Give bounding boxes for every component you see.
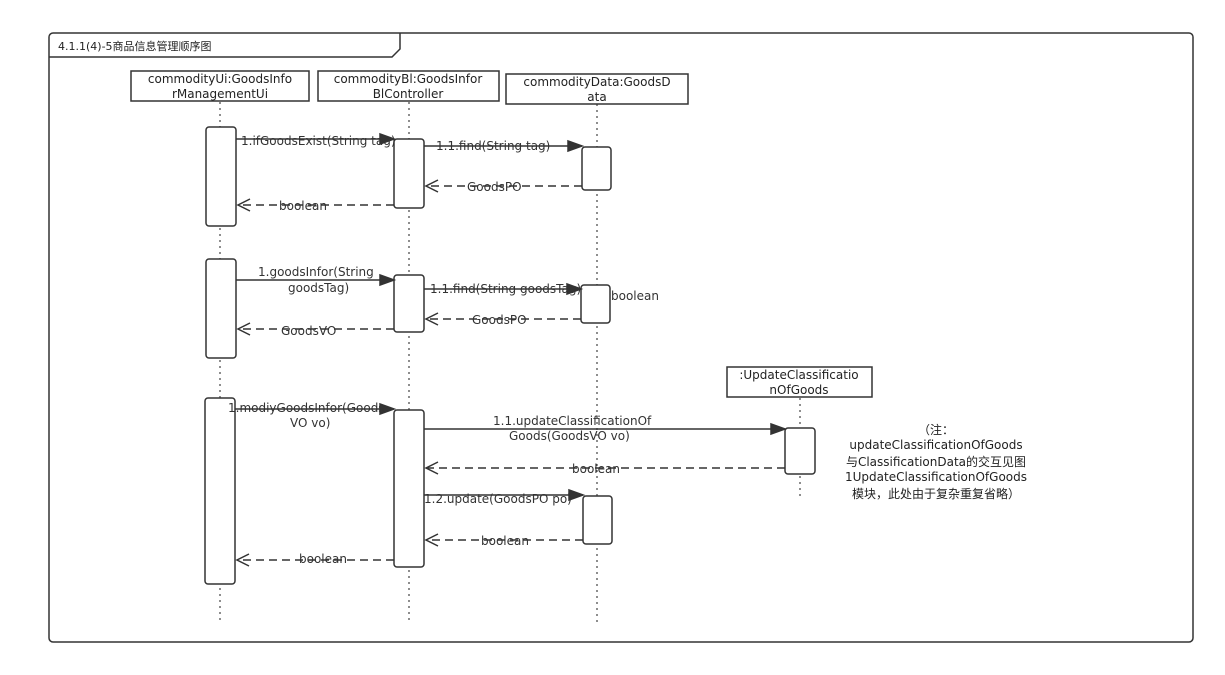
call-arrows bbox=[235, 132, 788, 502]
label-m2-b: goodsTag) bbox=[288, 281, 349, 295]
note-line-1: （注： bbox=[918, 422, 954, 437]
activation-data-2 bbox=[580, 284, 611, 324]
label-r3-1: boolean bbox=[572, 462, 620, 476]
return-arrows bbox=[235, 179, 785, 567]
object-classification-line1: :UpdateClassificatio bbox=[739, 368, 858, 382]
return-arrowhead-3 bbox=[235, 553, 250, 567]
diagram-frame bbox=[48, 32, 1194, 643]
label-m1-1: 1.1.find(String tag) bbox=[436, 139, 550, 153]
label-m3-1-b: Goods(GoodsVO vo) bbox=[509, 429, 630, 443]
return-arrowhead-2 bbox=[236, 322, 251, 336]
return-arrowhead-3-2 bbox=[424, 533, 439, 547]
label-m1: 1.ifGoodsExist(String tag) bbox=[241, 134, 396, 148]
label-r1: boolean bbox=[279, 199, 327, 213]
activation-classification-3 bbox=[784, 427, 816, 475]
label-r2-side: boolean bbox=[611, 289, 659, 303]
activation-bl-3 bbox=[393, 409, 425, 568]
activation-data-1 bbox=[581, 146, 612, 191]
frame-title: 4.1.1(4)-5商品信息管理顺序图 bbox=[58, 39, 212, 53]
message-labels: 1.ifGoodsExist(String tag) 1.1.find(Stri… bbox=[228, 134, 659, 566]
object-bl-line2: BlController bbox=[373, 87, 444, 101]
activations bbox=[204, 126, 816, 585]
note-line-5: 模块，此处由于复杂重复省略） bbox=[852, 486, 1020, 501]
object-bl: commodityBl:GoodsInfor BlController bbox=[317, 70, 500, 102]
return-arrowhead-1 bbox=[236, 198, 251, 212]
label-r2: GoodsVO bbox=[281, 324, 336, 338]
label-m3-a: 1.modiyGoodsInfor(Goods bbox=[228, 401, 385, 415]
call-arrowhead-3-1 bbox=[770, 422, 788, 436]
note-line-4: 1UpdateClassificationOfGoods bbox=[845, 470, 1027, 484]
label-r1-1: GoodsPO bbox=[467, 180, 522, 194]
call-arrowhead-1 bbox=[379, 132, 397, 146]
return-arrowhead-1-1 bbox=[424, 179, 439, 193]
object-data-line2: ata bbox=[587, 90, 606, 104]
object-ui-line2: rManagementUi bbox=[172, 87, 268, 101]
note: （注： updateClassificationOfGoods 与Classif… bbox=[845, 422, 1027, 501]
label-m3-b: VO vo) bbox=[290, 416, 330, 430]
object-classification: :UpdateClassificatio nOfGoods bbox=[726, 366, 873, 398]
object-ui: commodityUi:GoodsInfo rManagementUi bbox=[130, 70, 310, 102]
frame-title-tab bbox=[49, 33, 401, 58]
call-arrowhead-2 bbox=[379, 273, 397, 287]
call-arrowhead-2-1 bbox=[566, 282, 584, 296]
note-line-2: updateClassificationOfGoods bbox=[849, 438, 1022, 452]
label-r3-2: boolean bbox=[481, 534, 529, 548]
label-m2-1: 1.1.find(String goodsTag) bbox=[430, 282, 581, 296]
activation-ui-3 bbox=[204, 397, 236, 585]
label-m3-1-a: 1.1.updateClassificationOf bbox=[493, 414, 652, 428]
object-data-line1: commodityData:GoodsD bbox=[523, 75, 670, 89]
object-data: commodityData:GoodsD ata bbox=[505, 73, 689, 105]
note-line-3: 与ClassificationData的交互见图 bbox=[846, 454, 1026, 469]
activation-bl-1 bbox=[393, 138, 425, 209]
return-arrowhead-2-1 bbox=[424, 312, 439, 326]
label-r3: boolean bbox=[299, 552, 347, 566]
label-m2-a: 1.goodsInfor(String bbox=[258, 265, 374, 279]
return-arrowhead-3-1 bbox=[424, 461, 439, 475]
call-arrowhead-3 bbox=[379, 402, 397, 416]
activation-data-3 bbox=[582, 495, 613, 545]
object-ui-line1: commodityUi:GoodsInfo bbox=[148, 72, 292, 86]
activation-ui-2 bbox=[205, 258, 237, 359]
label-r2-1: GoodsPO bbox=[472, 313, 527, 327]
call-arrowhead-1-1 bbox=[567, 139, 585, 153]
object-bl-line1: commodityBl:GoodsInfor bbox=[334, 72, 483, 86]
call-arrowhead-3-2 bbox=[568, 488, 586, 502]
activation-bl-2 bbox=[393, 274, 425, 333]
label-m3-2: 1.2.update(GoodsPO po) bbox=[424, 492, 572, 506]
object-classification-line2: nOfGoods bbox=[769, 383, 828, 397]
activation-ui-1 bbox=[205, 126, 237, 227]
